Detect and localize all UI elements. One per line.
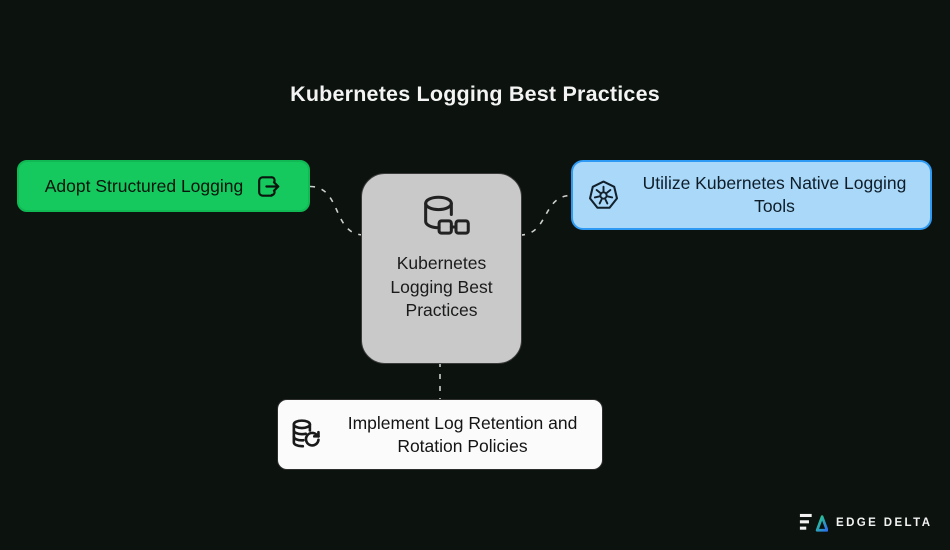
edge-delta-logo-text: EDGE DELTA: [836, 517, 933, 529]
node-implement-log-retention-rotation: Implement Log Retention and Rotation Pol…: [277, 399, 603, 470]
node-kubernetes-logging-best-practices: Kubernetes Logging Best Practices: [361, 173, 522, 364]
database-rotate-icon: [288, 416, 325, 453]
connector-center-native: [519, 194, 572, 236]
node-utilize-kubernetes-native-logging-tools: Utilize Kubernetes Native Logging Tools: [571, 160, 932, 230]
node-label: Adopt Structured Logging: [44, 175, 244, 196]
node-label: Utilize Kubernetes Native Logging Tools: [642, 173, 907, 216]
node-label: Kubernetes Logging Best Practices: [390, 253, 493, 320]
page-title: Kubernetes Logging Best Practices: [290, 82, 660, 106]
node-label: Implement Log Retention and Rotation Pol…: [347, 412, 578, 456]
connector-structured-center: [309, 185, 365, 236]
node-adopt-structured-logging: Adopt Structured Logging: [17, 160, 310, 212]
edge-delta-logo-icon: [799, 510, 828, 536]
kubernetes-icon: [587, 179, 620, 212]
database-nodes-icon: [414, 191, 470, 245]
edge-delta-branding: EDGE DELTA: [799, 510, 932, 536]
log-export-icon: [254, 173, 282, 200]
